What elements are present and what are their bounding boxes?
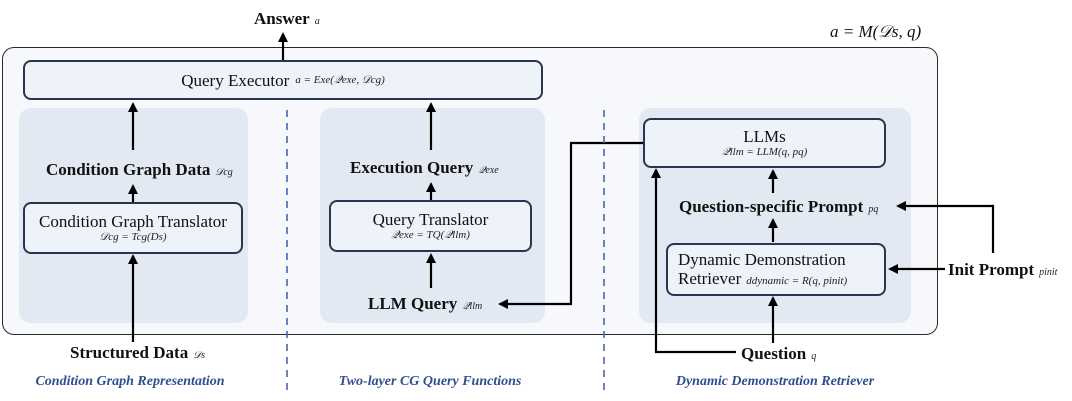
query-executor-box: Query Executor a = Exe(𝒬exe, 𝒟cg) bbox=[23, 60, 543, 100]
condition-graph-translator-box: Condition Graph Translator 𝒟cg = Tcg(Ds) bbox=[23, 202, 243, 254]
query-translator-box: Query Translator 𝒬exe = TQ(𝒬llm) bbox=[329, 200, 532, 252]
global-formula: a = M(𝒟s, q) bbox=[830, 22, 922, 41]
llms-box: LLMs 𝒬llm = LLM(q, pq) bbox=[643, 118, 886, 168]
arrow-question-llms bbox=[651, 168, 736, 354]
caption-condition-graph: Condition Graph Representation bbox=[35, 374, 225, 389]
arrow-init-prompt bbox=[896, 201, 995, 253]
caption-demo-retriever: Dynamic Demonstration Retriever bbox=[675, 374, 875, 389]
arrow-llms-llmquery bbox=[498, 141, 643, 309]
caption-query-functions: Two-layer CG Query Functions bbox=[338, 374, 522, 389]
